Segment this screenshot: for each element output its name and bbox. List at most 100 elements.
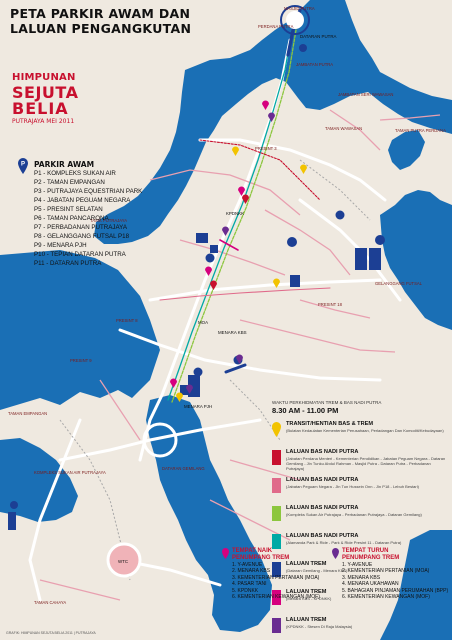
stop-pin[interactable] xyxy=(222,226,229,237)
route-swatch-icon xyxy=(272,450,281,465)
title-line-2: LALUAN PENGANGKUTAN xyxy=(10,21,192,36)
parking-legend: P PARKIR AWAM P1 - KOMPLEKS SUKAN AIR P2… xyxy=(18,158,168,268)
label-taman-cahaya: TAMAN CAHAYA xyxy=(34,600,66,605)
lake-east xyxy=(380,190,452,330)
logo-line-1: HIMPUNAN xyxy=(12,72,76,83)
parking-item: P9 - MENARA PJH xyxy=(34,242,87,249)
label-jambatan-seri: JAMBATAN SERI WAWASAN xyxy=(338,92,393,97)
legend-row: LALUAN TREM (KPDNKK - Stesen Di Raja Mal… xyxy=(272,617,448,639)
transit-legend: WAKTU PERKHIDMATAN TREM & BAS NADI PUTRA… xyxy=(272,400,448,639)
roundabout-dataran-putra xyxy=(280,5,310,35)
route-swatch-icon xyxy=(272,506,281,521)
alighting-stop-item: 1. Y-AVENUE xyxy=(342,562,373,568)
boarding-stop-item: 5. KPDNKK xyxy=(232,587,259,594)
legend-row-title: LALUAN BAS NADI PUTRA xyxy=(286,533,359,539)
label-dataran-gemilang: DATARAN GEMILANG xyxy=(162,466,205,471)
parking-marker[interactable] xyxy=(10,501,18,509)
route-teal xyxy=(167,29,293,401)
stop-pin[interactable] xyxy=(205,266,212,277)
parking-marker[interactable] xyxy=(299,44,307,52)
legend-row-title: TRANSIT/HENTIAN BAS & TREM xyxy=(286,421,374,427)
event-logo: HIMPUNAN SEJUTA BELIA PUTRAJAYA MEI 2011 xyxy=(12,72,112,138)
stop-pin[interactable] xyxy=(232,146,240,157)
legend-row: LALUAN BAS NADI PUTRA (Jabatan Perdana M… xyxy=(272,449,448,471)
stop-pin[interactable] xyxy=(176,392,183,403)
tram-alighting-stops: TEMPAT TURUN PENUMPANG TREM 1. Y-AVENUE … xyxy=(332,548,452,600)
parking-marker[interactable] xyxy=(193,367,203,377)
boarding-stop-item: 3. KEMENTERIAN PERTANIAN (MOA) xyxy=(232,574,320,581)
parking-block xyxy=(210,245,218,253)
legend-row-title: LALUAN TREM xyxy=(286,561,327,567)
parking-marker[interactable] xyxy=(335,210,345,220)
parking-block xyxy=(180,385,188,395)
label-gelanggang: GELANGGANG FUTSAL xyxy=(375,281,423,286)
boarding-pin-icon xyxy=(222,548,229,559)
stop-pin[interactable] xyxy=(300,164,307,174)
stop-pin[interactable] xyxy=(273,278,280,288)
lake-east-arm xyxy=(388,130,425,170)
legend-row-title: LALUAN TREM xyxy=(286,589,327,595)
parking-marker[interactable] xyxy=(205,253,215,263)
tram-boarding-stops: TEMPAT NAIK PENUMPANG TREM 1. Y-AVENUE 2… xyxy=(222,548,342,601)
boarding-heading-2: PENUMPANG TREM xyxy=(232,555,290,561)
boarding-stop-item: 2. MENARA KBS xyxy=(232,568,271,575)
parking-block xyxy=(369,248,381,270)
parking-block xyxy=(8,512,16,530)
legend-row-sub: (Menara KBS - KPDNKK) xyxy=(286,596,332,601)
stop-pin[interactable] xyxy=(186,384,193,395)
stop-pin[interactable] xyxy=(262,100,269,111)
boarding-heading-1: TEMPAT NAIK xyxy=(232,548,273,554)
label-perdana-putra: PERDANA PUTRA xyxy=(258,24,294,29)
parking-block xyxy=(290,275,300,287)
stop-pin[interactable] xyxy=(210,280,217,291)
route-swatch-icon xyxy=(272,562,281,577)
parking-item: P10 - TEPIAN DATARAN PUTRA xyxy=(34,251,126,258)
legend-row-sub: (Dataran Gemilang - Menara KBS) xyxy=(286,568,348,573)
parking-marker[interactable] xyxy=(287,237,297,247)
route-green xyxy=(171,29,297,403)
footer-credit: GRAFIK: HIMPUNAN SEJUTA BELIA 2011 | PUT… xyxy=(6,631,96,635)
alighting-heading-1: TEMPAT TURUN xyxy=(342,548,389,554)
stop-pin[interactable] xyxy=(170,378,177,389)
stop-pins xyxy=(170,100,307,403)
parking-item: P1 - KOMPLEKS SUKAN AIR xyxy=(34,170,116,177)
parking-item: P5 - PRESINT SELATAN xyxy=(34,206,103,213)
legend-row-sub: (KPDNKK - Stesen Di Raja Malaysia) xyxy=(286,624,353,629)
label-presint-8: PRESINT 8 xyxy=(116,318,138,323)
route-red xyxy=(199,139,321,201)
service-hours-label: WAKTU PERKHIDMATAN TREM & BAS NADI PUTRA xyxy=(272,400,382,405)
parking-marker[interactable] xyxy=(375,235,385,245)
boarding-stop-item: 4. PASAR TANI xyxy=(232,581,267,588)
parking-item: P4 - JABATAN PEGUAM NEGARA xyxy=(34,197,131,204)
lake-south xyxy=(146,395,272,632)
title-line-1: PETA PARKIR AWAM DAN xyxy=(10,6,191,21)
route-swatch-icon xyxy=(272,534,281,549)
lake-west xyxy=(0,250,160,410)
stop-pin[interactable] xyxy=(238,186,245,196)
parking-areas xyxy=(8,233,381,530)
route-swatch-icon xyxy=(272,590,281,605)
stop-pin[interactable] xyxy=(242,194,249,205)
legend-row-sub: (Kompleks Sukan Air Putrajaya - Perbadan… xyxy=(286,512,422,517)
route-pink xyxy=(159,287,331,301)
legend-row-title: LALUAN BAS NADI PUTRA xyxy=(286,505,359,511)
roads-secondary xyxy=(39,109,441,601)
roundabout-wtc xyxy=(106,542,142,578)
alighting-stop-item: 3. MENARA KBS xyxy=(342,574,381,581)
legend-row-sub: (Alamanda Park & Ride - Park & Ride Pres… xyxy=(286,540,402,545)
lake-north-channel xyxy=(260,0,345,60)
label-dataran-putra: DATARAN PUTRA xyxy=(300,34,336,39)
label-jambatan-putra: JAMBATAN PUTRA xyxy=(296,62,333,67)
legend-row-title: LALUAN BAS NADI PUTRA xyxy=(286,449,359,455)
parking-pin-icon: P xyxy=(18,158,28,174)
stop-pin[interactable] xyxy=(236,354,243,364)
legend-row: TRANSIT/HENTIAN BAS & TREM (Bulatan Keda… xyxy=(272,421,448,443)
route-tram-blue-2 xyxy=(224,363,247,374)
label-tasik: TASIK PUTRAJAYA xyxy=(90,218,127,223)
label-presint-18: PRESINT 18 xyxy=(318,302,343,307)
legend-row-title: LALUAN BAS NADI PUTRA xyxy=(286,477,359,483)
boarding-stop-item: 6. KEMENTERIAN KEWANGAN (MOF) xyxy=(232,594,320,601)
stop-pin[interactable] xyxy=(268,112,275,122)
